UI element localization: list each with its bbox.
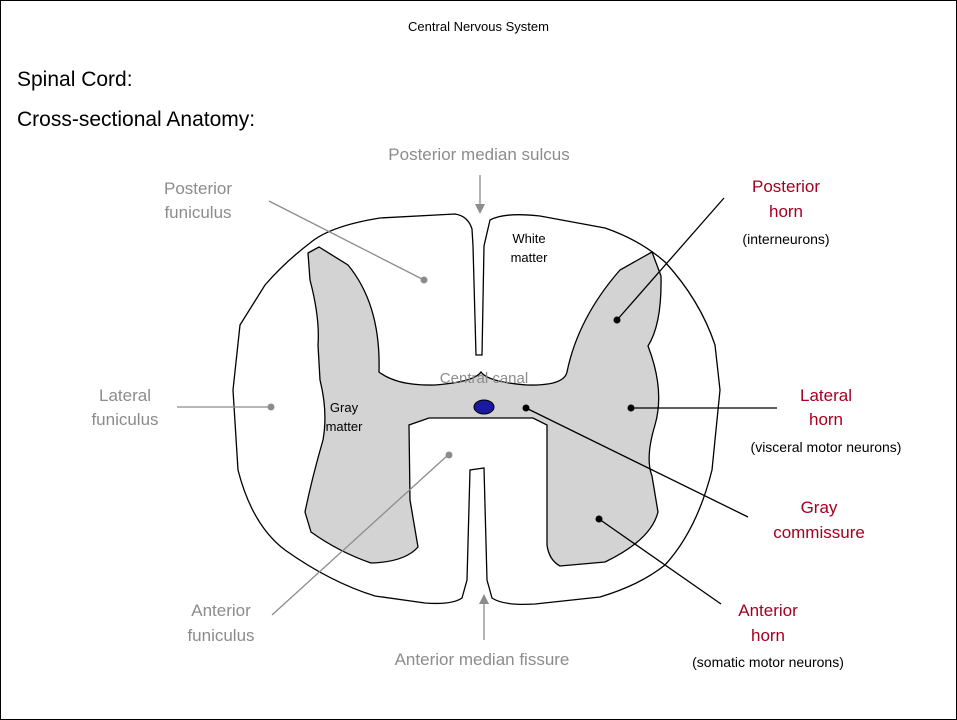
- pointer-dot: [614, 317, 621, 324]
- lateral-horn-label-2: horn: [809, 410, 843, 429]
- lateral-funiculus-label-1: Lateral: [99, 386, 151, 405]
- posterior-median-sulcus-label: Posterior median sulcus: [388, 145, 569, 164]
- white-matter-label-1: White: [512, 231, 545, 246]
- posterior-horn-label-2: horn: [769, 202, 803, 221]
- lateral-funiculus-label-2: funiculus: [91, 410, 158, 429]
- gray-matter-label-2: matter: [326, 419, 364, 434]
- gray-commissure-label-2: commissure: [773, 523, 865, 542]
- posterior-funiculus-label-1: Posterior: [164, 179, 232, 198]
- arrow-head-down-icon: [475, 204, 485, 214]
- central-canal: [474, 400, 494, 414]
- pointer-dot: [421, 277, 428, 284]
- lateral-horn-label-1: Lateral: [800, 386, 852, 405]
- pointer-dot: [596, 516, 603, 523]
- anterior-horn-label-1: Anterior: [738, 601, 798, 620]
- gray-matter-label-1: Gray: [330, 400, 359, 415]
- pointer-dot: [446, 452, 453, 459]
- anterior-horn-note: (somatic motor neurons): [692, 654, 844, 670]
- anterior-horn-label-2: horn: [751, 626, 785, 645]
- central-canal-label: Central canal: [440, 370, 528, 387]
- pointer-dot: [628, 405, 635, 412]
- posterior-horn-note: (interneurons): [742, 231, 829, 247]
- lateral-horn-note: (visceral motor neurons): [751, 439, 902, 455]
- anterior-funiculus-label-1: Anterior: [191, 601, 251, 620]
- arrow-head-up-icon: [479, 594, 489, 604]
- pointer-dot: [523, 405, 530, 412]
- posterior-horn-label-1: Posterior: [752, 177, 820, 196]
- pointer-dot: [268, 404, 275, 411]
- gray-commissure-label-1: Gray: [801, 498, 838, 517]
- anterior-median-fissure-label: Anterior median fissure: [395, 650, 570, 669]
- anterior-funiculus-label-2: funiculus: [187, 626, 254, 645]
- white-matter-label-2: matter: [511, 250, 549, 265]
- posterior-funiculus-label-2: funiculus: [164, 203, 231, 222]
